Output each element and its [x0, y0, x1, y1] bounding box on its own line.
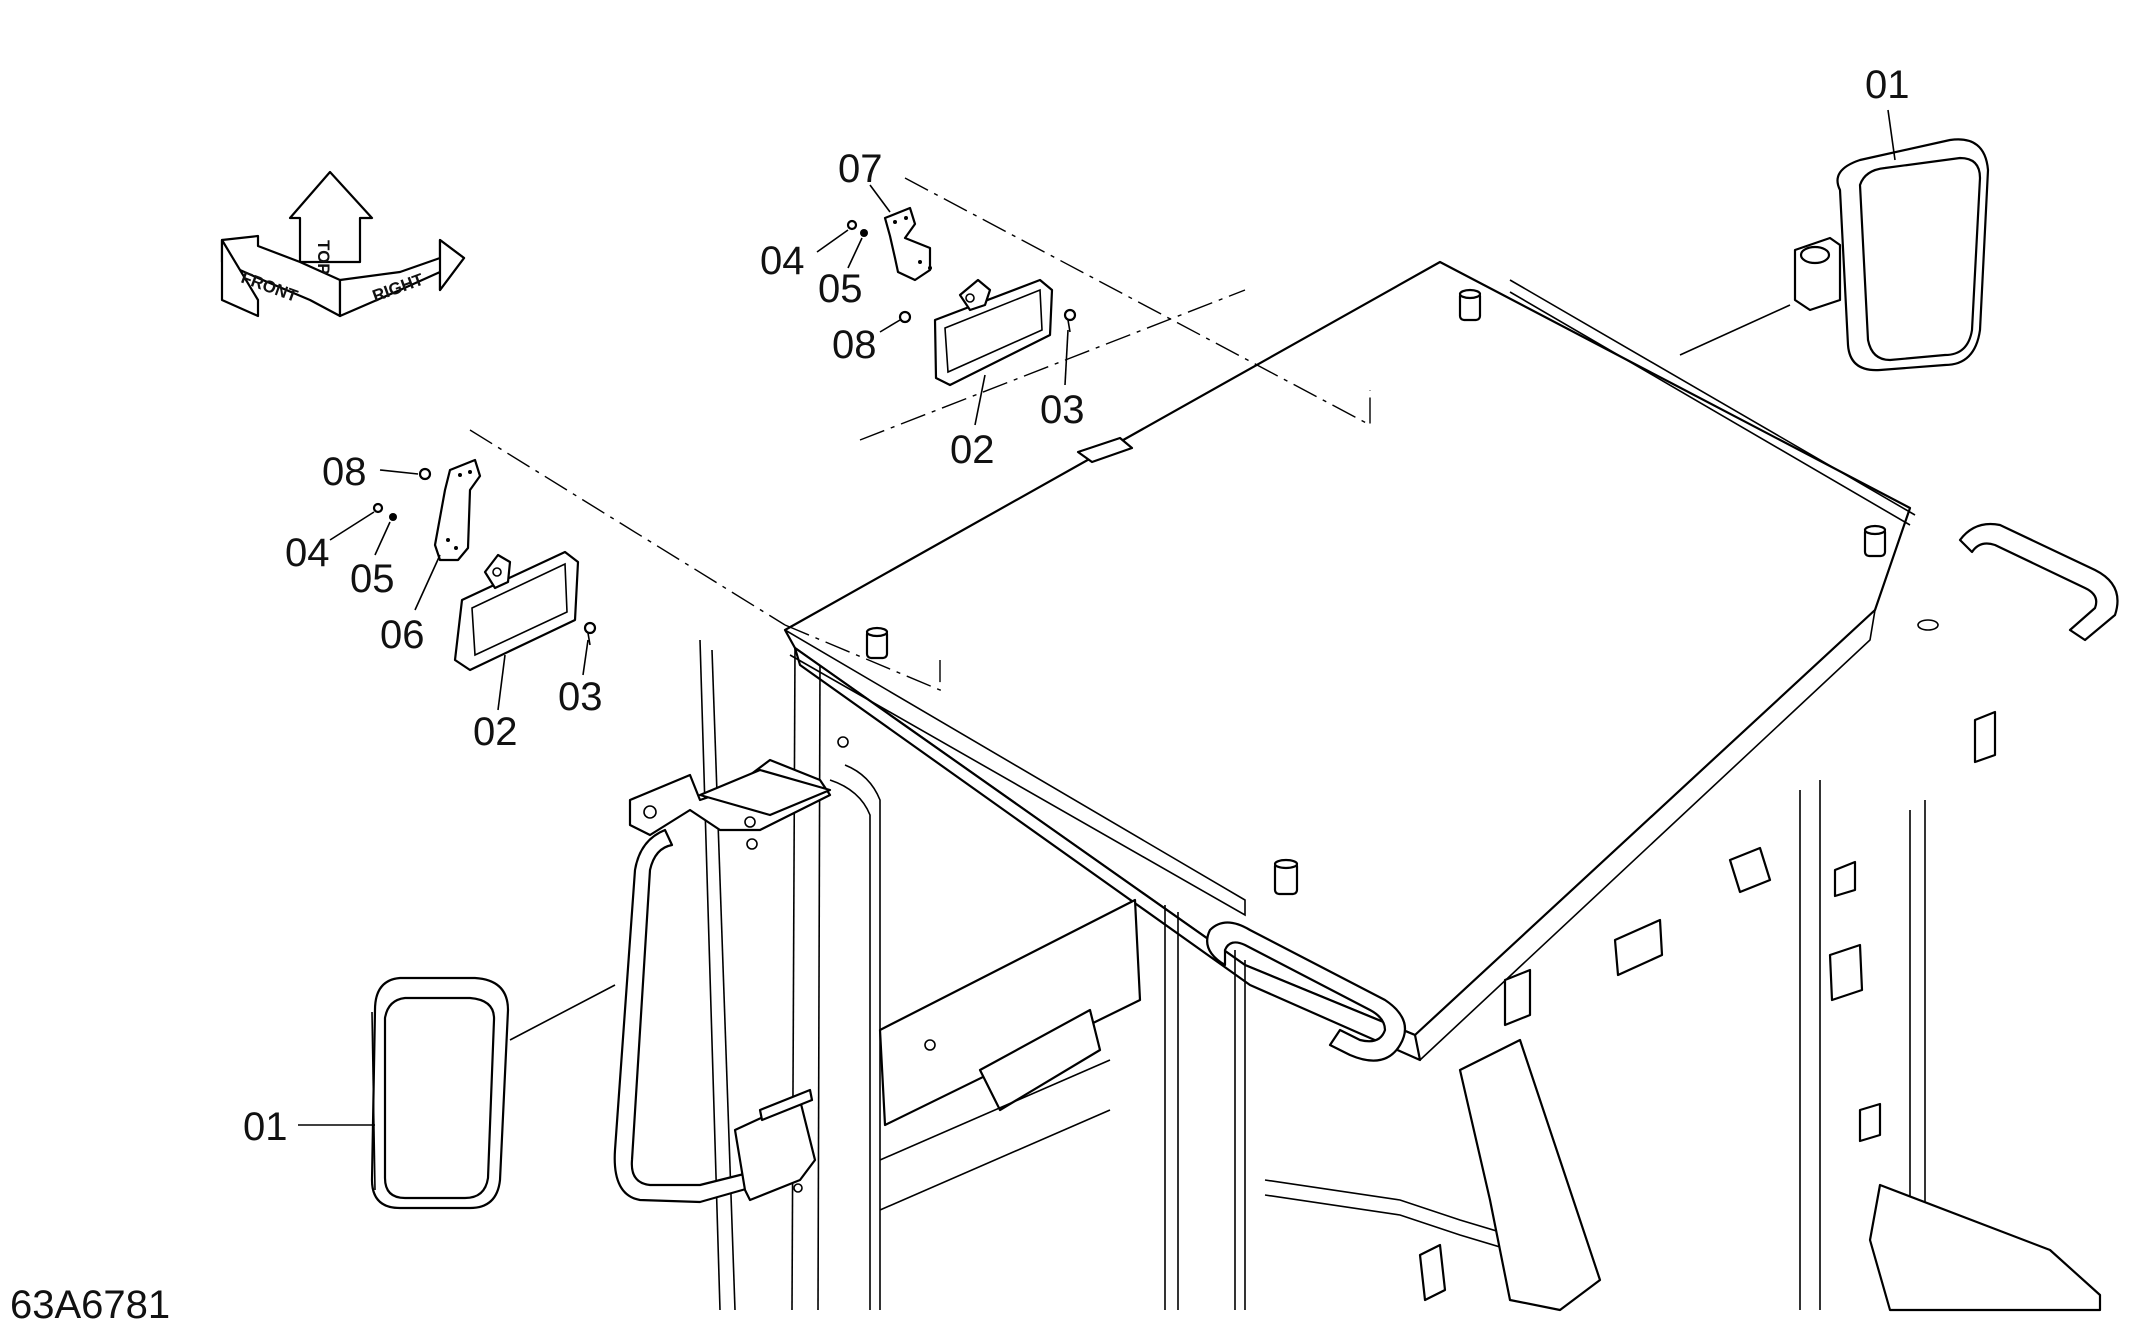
callout-01-left-mirror: 01	[243, 1105, 288, 1149]
cab-structure	[613, 260, 2119, 1312]
left-mirror-stay	[613, 758, 832, 1204]
lower-screw	[583, 621, 597, 646]
drawing-id: 63A6781	[10, 1283, 170, 1327]
upper-bolt	[898, 310, 912, 324]
roof-boss	[1458, 288, 1482, 322]
callout-02-lower: 02	[473, 710, 518, 754]
roof-boss	[865, 626, 889, 660]
upper-inner-mirror	[933, 278, 1054, 387]
callout-labels: 01 01 02 02 03 03 04 04 05 05 06 07 08 0…	[243, 63, 1910, 1149]
upper-inner-mirror-assembly	[846, 206, 1077, 387]
upper-screw	[1063, 308, 1077, 333]
roof-boss	[1863, 524, 1887, 558]
lower-washer	[389, 513, 397, 521]
right-mirror	[1793, 138, 1990, 372]
callout-01-right-mirror: 01	[1865, 63, 1910, 107]
upper-nut	[846, 219, 858, 231]
roof-boss	[1273, 858, 1299, 896]
callout-07: 07	[838, 147, 883, 191]
upper-washer	[860, 229, 868, 237]
top-label: TOP	[314, 240, 333, 275]
callout-08-upper: 08	[832, 323, 877, 367]
left-mirror	[370, 976, 510, 1210]
right-grab-rail	[1958, 522, 2119, 642]
lower-bracket	[433, 458, 482, 562]
lower-inner-mirror-assembly	[372, 458, 597, 672]
callout-03-lower: 03	[558, 675, 603, 719]
callout-04-lower: 04	[285, 531, 330, 575]
callout-05-lower: 05	[350, 557, 395, 601]
callout-06: 06	[380, 613, 425, 657]
callout-03-upper: 03	[1040, 388, 1085, 432]
callout-08-lower: 08	[322, 450, 367, 494]
leader-lines	[298, 109, 1896, 1126]
callout-04-upper: 04	[760, 239, 805, 283]
front-grab-rail	[1206, 921, 1407, 1062]
assembly-lines	[469, 177, 1791, 1041]
lower-mirror-clip	[483, 553, 512, 590]
callout-05-upper: 05	[818, 267, 863, 311]
callout-02-upper: 02	[950, 428, 995, 472]
orientation-arrows-icon: FRONT TOP RIGHT	[220, 170, 466, 318]
lower-nut	[372, 502, 384, 514]
lower-inner-mirror	[453, 550, 580, 672]
lower-bolt	[418, 467, 432, 481]
